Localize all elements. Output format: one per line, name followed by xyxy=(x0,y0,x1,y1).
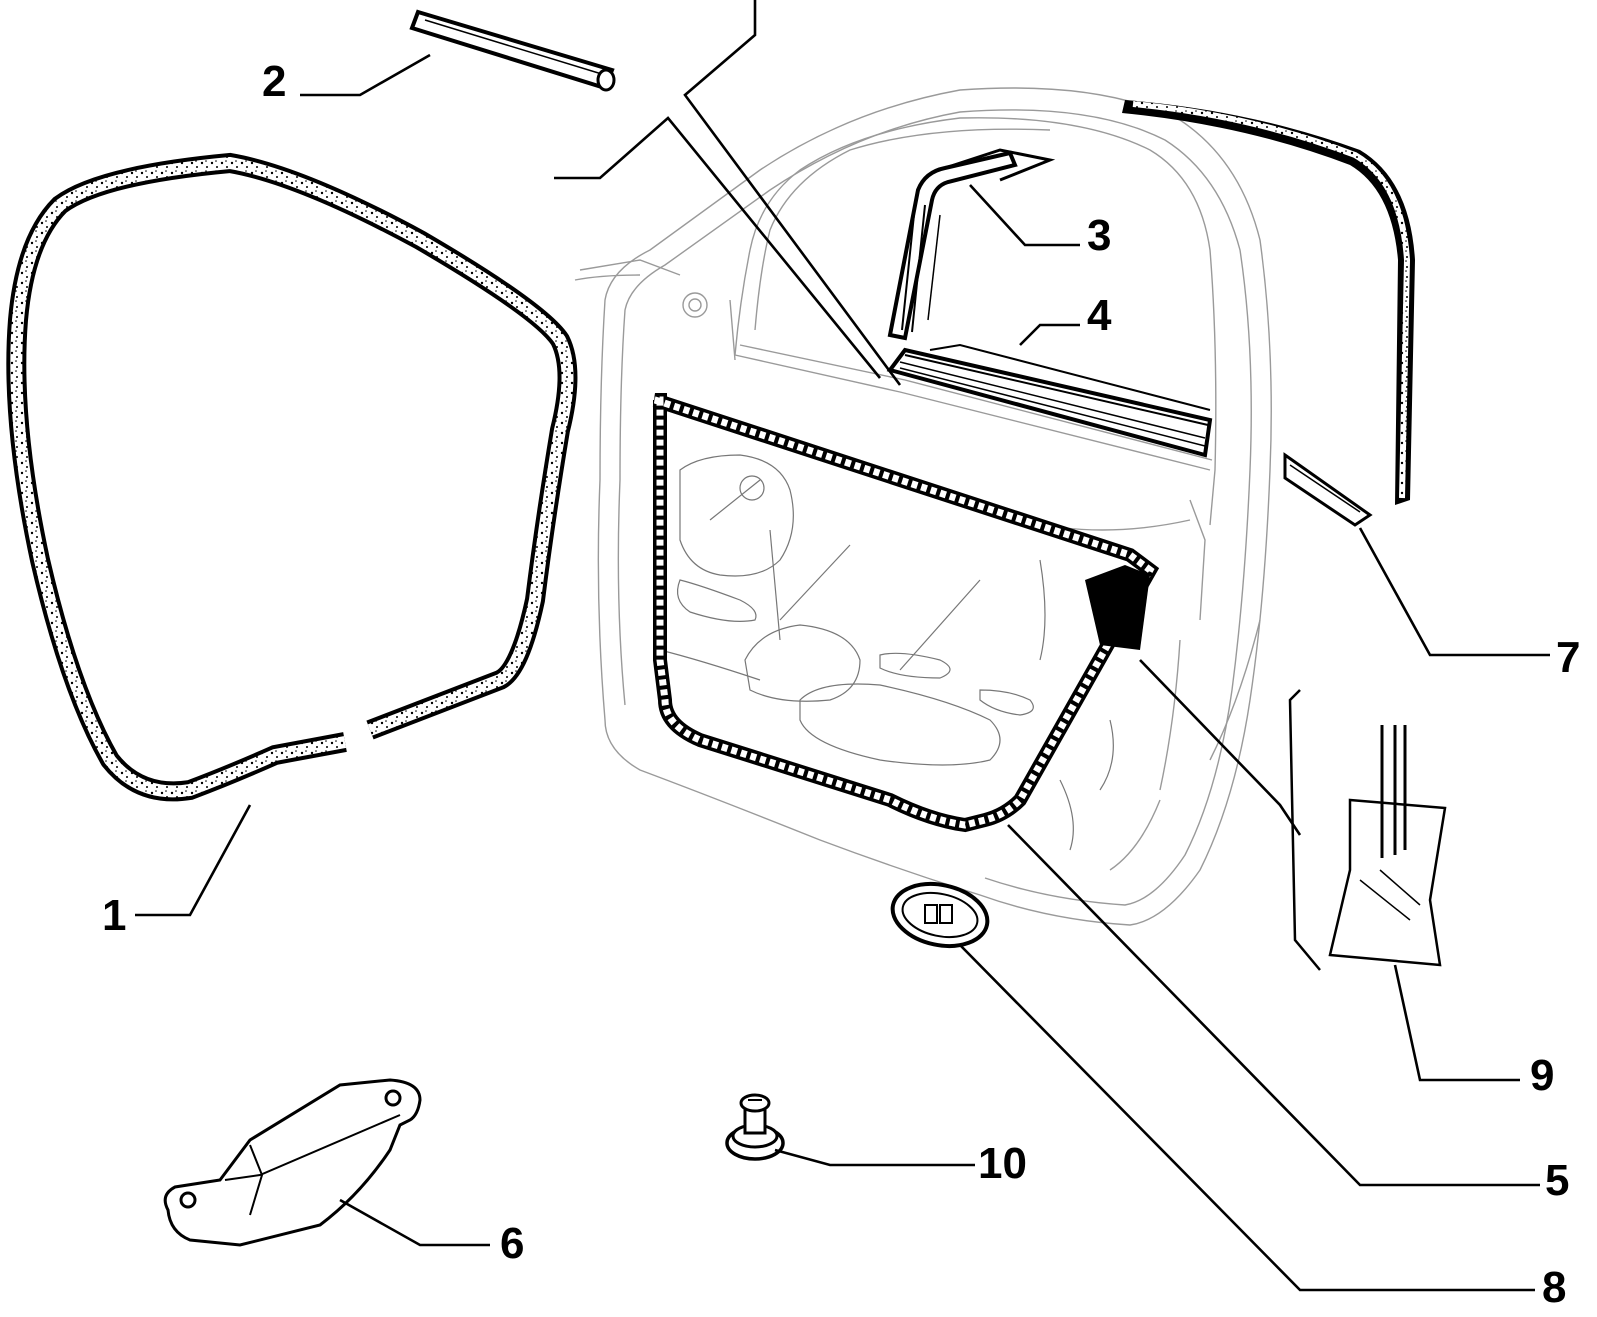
part-9-film-piece xyxy=(1288,689,1447,971)
callout-10: 10 xyxy=(978,1139,1027,1188)
callout-3: 3 xyxy=(1087,211,1111,260)
part-3-corner-seal xyxy=(887,148,1056,341)
part-10-clip xyxy=(725,1093,785,1161)
callout-6: 6 xyxy=(500,1219,524,1268)
part-6-bracket xyxy=(163,1078,422,1247)
callout-labels: 1 2 3 4 5 6 7 8 9 10 xyxy=(102,57,1580,1312)
callout-1: 1 xyxy=(102,891,126,940)
callout-4: 4 xyxy=(1087,291,1112,340)
callout-9: 9 xyxy=(1530,1051,1554,1100)
door-frame-illustration xyxy=(574,87,1272,926)
part-5-panel-seal xyxy=(652,393,1160,833)
part-7-upper-seal xyxy=(1122,100,1415,527)
part-4-belt-seal xyxy=(886,343,1213,458)
part-2-seal-strip xyxy=(409,9,616,92)
callout-5: 5 xyxy=(1545,1156,1569,1205)
part-1-door-seal xyxy=(6,152,578,802)
callout-8: 8 xyxy=(1542,1263,1566,1312)
callout-leaders xyxy=(135,53,1550,1292)
top-leader-lines xyxy=(554,0,902,386)
callout-7: 7 xyxy=(1556,633,1580,682)
callout-2: 2 xyxy=(262,57,286,106)
part-8-oval-plug xyxy=(890,882,990,948)
